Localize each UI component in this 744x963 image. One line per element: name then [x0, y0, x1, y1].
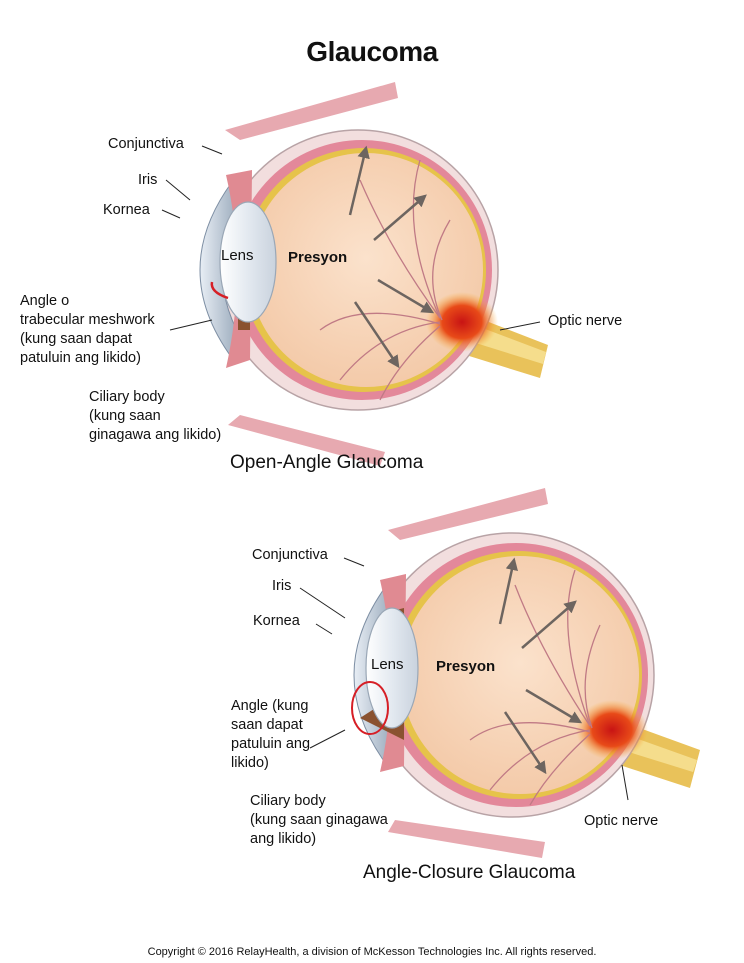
- label-optic-nerve: Optic nerve: [584, 813, 659, 829]
- eye-open-angle: [199, 82, 548, 466]
- pressure-arrows: [348, 145, 435, 369]
- label-ciliary-body: Ciliary body (kung saan ginagawa ang lik…: [250, 793, 388, 847]
- muscle-top: [225, 82, 398, 140]
- label-optic-nerve: Optic nerve: [548, 313, 623, 329]
- label-conjunctiva: Conjunctiva: [108, 136, 184, 152]
- pressure-arrows: [498, 557, 583, 775]
- label-ciliary-body: Ciliary body (kung saan ginagawa ang lik…: [89, 389, 222, 443]
- closed-angle-highlight: [351, 681, 389, 735]
- blood-vessels: [469, 569, 601, 806]
- lens: [365, 607, 419, 729]
- optic-disc: [576, 700, 648, 760]
- leader-lines-open: [161, 145, 541, 331]
- label-conjunctiva: Conjunctiva: [252, 547, 328, 563]
- muscle-bottom: [228, 415, 385, 466]
- caption-open-angle: Open-Angle Glaucoma: [230, 452, 424, 473]
- label-lens: Lens: [221, 247, 254, 264]
- caption-angle-closure: Angle-Closure Glaucoma: [363, 862, 576, 883]
- label-iris: Iris: [272, 578, 292, 594]
- vitreous: [249, 153, 483, 387]
- lens: [219, 201, 277, 323]
- label-angle: Angle o trabecular meshwork (kung saan d…: [20, 293, 155, 366]
- label-cornea: Kornea: [103, 202, 150, 218]
- eye-angle-closure: [351, 488, 700, 858]
- label-cornea: Kornea: [253, 613, 300, 629]
- label-iris: Iris: [138, 172, 158, 188]
- label-pressure: Presyon: [288, 249, 348, 266]
- fluid-flow-icon: [210, 281, 229, 300]
- label-pressure: Presyon: [436, 658, 496, 675]
- label-angle: Angle (kung saan dapat patuluin ang liki…: [231, 698, 311, 771]
- muscle-bottom: [388, 820, 545, 858]
- optic-disc: [426, 292, 498, 352]
- leader-lines-closed: [299, 557, 629, 801]
- copyright-notice: Copyright © 2016 RelayHealth, a division…: [147, 946, 597, 958]
- page-title: Glaucoma: [306, 36, 438, 67]
- label-lens: Lens: [371, 656, 404, 673]
- muscle-top: [388, 488, 548, 540]
